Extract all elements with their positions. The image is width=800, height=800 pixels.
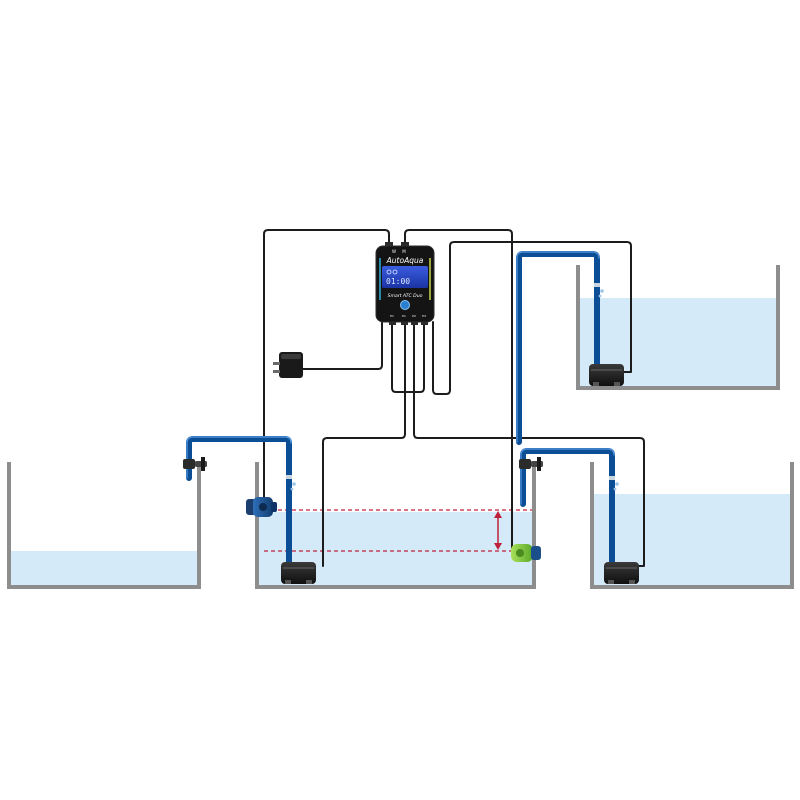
port-label-p3: P3 — [422, 314, 426, 318]
port-label-p1-a: P1 — [390, 314, 394, 318]
main-tank — [255, 462, 536, 589]
valve-icon — [183, 457, 207, 471]
wire-p1-pump — [322, 321, 406, 567]
wire-top-left — [263, 229, 390, 501]
level-arrow-down — [494, 543, 502, 550]
pump-icon — [281, 562, 316, 584]
wire-p3-pump — [432, 241, 632, 395]
controller-model: Smart ATC Duo — [388, 293, 423, 299]
level-arrow-up — [494, 511, 502, 518]
water-bodies — [11, 298, 790, 585]
reservoir-tank — [7, 462, 201, 589]
drip-outlets — [286, 283, 619, 491]
controller-button[interactable] — [400, 300, 410, 310]
pipe-main-to-upper-right-hl — [516, 251, 600, 443]
tank-walls — [7, 265, 794, 589]
wire-top-right — [404, 229, 513, 549]
wire-p1-outer — [391, 321, 425, 393]
float-sensor — [511, 544, 541, 562]
wire-power — [302, 321, 383, 370]
pipe-reservoir-to-main-hl — [186, 436, 292, 479]
optical-sensor — [246, 497, 277, 517]
pipe-reservoir-to-main — [186, 436, 292, 565]
lower-right-tank — [590, 462, 794, 589]
port-label-p1-b: P1 — [402, 314, 406, 318]
power-adapter-icon — [273, 352, 303, 378]
pipe-main-to-upper-right — [516, 251, 600, 445]
pump-icon — [604, 562, 639, 584]
port-label-p2: P2 — [412, 314, 416, 318]
controller-screen — [382, 266, 428, 288]
wiring — [263, 229, 645, 567]
reservoir-water — [11, 551, 197, 585]
controller: W M AutoAqua 01:00 Smart ATC Duo P1 P1 P… — [375, 242, 435, 325]
pipe-main-to-lower-right-hl — [520, 448, 615, 505]
controller-time: 01:00 — [386, 277, 410, 286]
wire-p2-pump — [413, 321, 645, 567]
controller-brand: AutoAqua — [386, 256, 424, 265]
screen-indicator-2 — [392, 269, 398, 275]
pipe-main-to-lower-right — [520, 448, 615, 565]
water-drop-icon — [594, 283, 604, 298]
water-drop-icon — [609, 476, 619, 491]
sensor-icon — [246, 497, 277, 517]
water-level-range — [264, 509, 532, 552]
water-drop-icon — [286, 475, 296, 491]
plumbing — [186, 251, 615, 565]
port-label-w: W — [392, 249, 396, 254]
pump-icon — [589, 364, 624, 386]
upper-right-tank — [576, 265, 780, 390]
screen-indicator-1 — [386, 269, 392, 275]
valve-icon — [519, 457, 543, 471]
sensor-icon — [511, 544, 541, 562]
port-label-m: M — [402, 249, 406, 254]
